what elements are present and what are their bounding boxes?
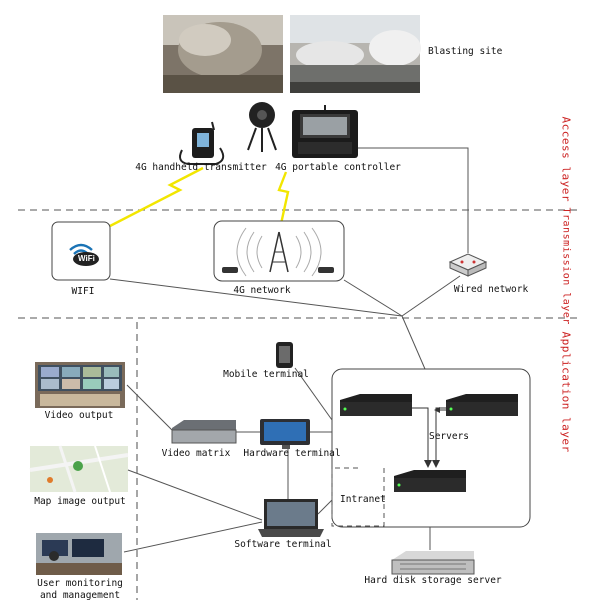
server-unit-1 (340, 394, 412, 416)
network-4g-label: 4G network (233, 285, 291, 296)
wired-network-label: Wired network (453, 284, 529, 295)
handheld-transmitter-label: 4G handheld transmitter (135, 162, 267, 173)
laptop-device (258, 499, 324, 537)
router-icon (448, 253, 488, 277)
transmission-layer-label: Transmission layer (560, 207, 572, 325)
video-output-label: Video output (44, 410, 114, 421)
access-layer-label: Access layer (559, 116, 573, 202)
blasting-site-photo-right (290, 15, 421, 93)
desk-to-laptop (123, 521, 263, 553)
controller-wired-link (358, 147, 469, 253)
portable-controller-label: 4G portable controller (275, 162, 401, 173)
server-arrow-2 (435, 407, 446, 464)
wifi-to-junction (109, 278, 403, 317)
portable-controller-device (292, 105, 358, 158)
server-unit-2 (446, 394, 518, 416)
operator-desk-photo (36, 533, 122, 575)
hardware-terminal-label: Hardware terminal (243, 448, 341, 459)
servers-label: Servers (428, 431, 470, 442)
video-output-to-matrix (126, 384, 173, 431)
handheld-transmitter-device (179, 121, 225, 165)
server-unit-3 (394, 470, 466, 492)
map-to-laptop (127, 469, 263, 521)
map-photo (29, 445, 129, 493)
server-arrow-1 (412, 407, 429, 464)
map-image-output-label: Map image output (34, 496, 126, 507)
video-matrix-device (171, 420, 237, 444)
video-wall-photo (35, 362, 125, 408)
laptop-to-servers (317, 499, 333, 515)
mobile-terminal-label: Mobile terminal (223, 369, 309, 380)
blasting-site-label: Blasting site (428, 46, 503, 57)
wired-to-junction (401, 275, 461, 317)
wifi-label: WIFI (71, 286, 95, 297)
mobile-to-servers (294, 367, 333, 421)
network-4g-box (213, 220, 345, 282)
application-layer-label: Application layer (559, 331, 573, 453)
video-matrix-label: Video matrix (161, 448, 231, 459)
intranet-label: Intranet (340, 494, 386, 505)
user-monitoring-label: User monitoring and management (37, 578, 123, 601)
4g-to-junction (343, 279, 403, 317)
storage-server-device (391, 551, 475, 575)
blasting-site-photo-left (163, 15, 283, 93)
cell-tower-icon (222, 227, 334, 277)
ptz-camera-device (247, 102, 277, 152)
intranet-region (331, 467, 385, 527)
lightning-bolt-4g (277, 171, 290, 225)
lightning-bolt-wifi (109, 166, 204, 228)
wifi-badge-icon: WiFi (78, 254, 95, 263)
hard-disk-storage-label: Hard disk storage server (364, 575, 502, 586)
software-terminal-label: Software terminal (234, 539, 332, 550)
mobile-phone-device (276, 342, 293, 368)
server-cluster-box (331, 368, 531, 528)
junction-to-servers (401, 315, 426, 370)
wifi-icon (69, 243, 99, 266)
hardware-terminal-device (260, 419, 310, 449)
